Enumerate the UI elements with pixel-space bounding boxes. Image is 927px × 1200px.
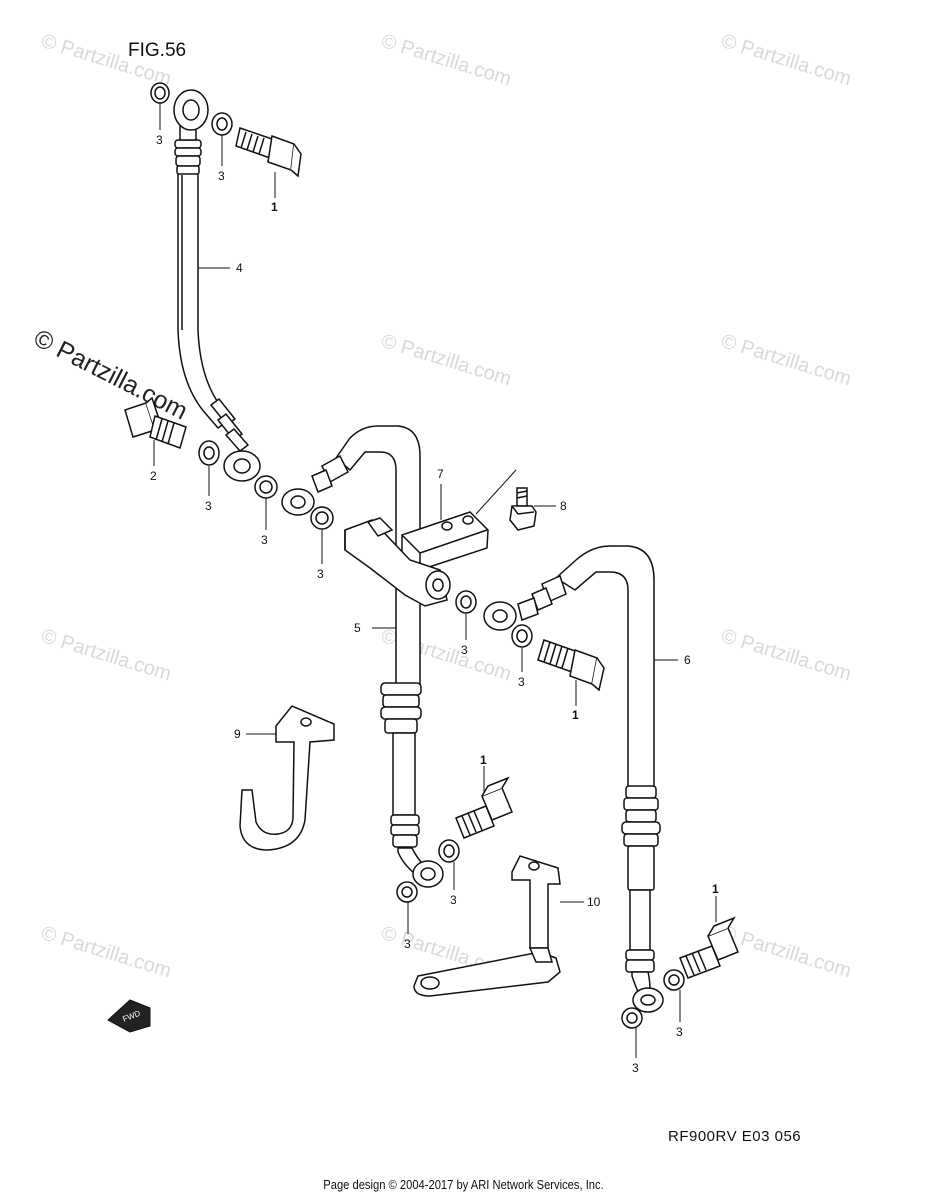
washer[interactable] [211, 112, 233, 136]
callout-3: 3 [317, 567, 324, 581]
callout-labels: 3 3 1 4 2 3 3 3 7 8 3 3 1 5 6 9 1 3 3 10… [150, 133, 719, 1075]
callout-10: 10 [587, 895, 601, 909]
union-bolt[interactable] [537, 639, 605, 692]
callout-6: 6 [684, 653, 691, 667]
callout-1: 1 [271, 200, 278, 214]
callout-3: 3 [518, 675, 525, 689]
washer[interactable] [198, 440, 220, 466]
model-code: RF900RV E03 056 [668, 1128, 802, 1145]
callout-1: 1 [572, 708, 579, 722]
washer[interactable] [150, 82, 170, 104]
callout-2: 2 [150, 469, 157, 483]
figure-title: FIG.56 [128, 40, 187, 61]
brake-hose-joint-7[interactable] [344, 511, 489, 607]
washer[interactable] [254, 475, 278, 499]
callout-3: 3 [450, 893, 457, 907]
fwd-arrow-icon: FWD [107, 999, 151, 1033]
footer-copyright: Page design © 2004-2017 by ARI Network S… [323, 1177, 604, 1192]
washer[interactable] [310, 506, 334, 530]
brake-hose-5[interactable] [281, 425, 444, 888]
union-bolt[interactable] [455, 776, 513, 839]
union-bolt-2[interactable] [124, 396, 187, 449]
callout-8: 8 [560, 499, 567, 513]
callout-5: 5 [354, 621, 361, 635]
callout-7: 7 [437, 467, 444, 481]
callout-3: 3 [461, 643, 468, 657]
callout-4: 4 [236, 261, 243, 275]
washer[interactable] [438, 839, 460, 863]
callout-3: 3 [261, 533, 268, 547]
hose-bracket-10[interactable] [413, 855, 561, 997]
union-bolt[interactable] [679, 916, 739, 979]
washer[interactable] [396, 881, 418, 903]
callout-3: 3 [205, 499, 212, 513]
callout-1: 1 [480, 753, 487, 767]
washer[interactable] [511, 624, 533, 648]
washer[interactable] [663, 969, 685, 991]
leader-lines [153, 103, 717, 1058]
callout-3: 3 [632, 1061, 639, 1075]
brake-hose-4[interactable] [173, 89, 261, 482]
callout-3: 3 [676, 1025, 683, 1039]
bolt-8[interactable] [509, 487, 537, 531]
callout-3: 3 [156, 133, 163, 147]
hose-clamp-9[interactable] [239, 705, 335, 851]
callout-3: 3 [218, 169, 225, 183]
callout-3: 3 [404, 937, 411, 951]
union-bolt[interactable] [235, 127, 302, 178]
callout-9: 9 [234, 727, 241, 741]
washer[interactable] [621, 1007, 643, 1029]
brake-hose-6[interactable] [483, 545, 664, 1013]
washer[interactable] [455, 590, 477, 614]
callout-1: 1 [712, 882, 719, 896]
